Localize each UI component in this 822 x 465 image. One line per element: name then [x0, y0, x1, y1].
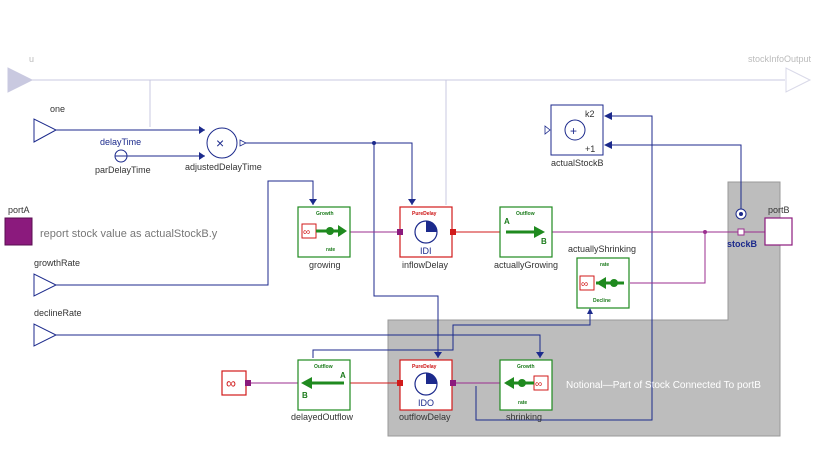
adjusted-delay-out-arrow [239, 139, 247, 147]
flow-shrinking-stock [630, 232, 706, 284]
adjusted-delay-multiplier[interactable] [206, 127, 238, 159]
outflow-source-icon[interactable] [221, 370, 247, 396]
outflow-delay-title: PureDelay [412, 364, 437, 370]
porta-label: portA [8, 205, 30, 215]
outflow-clock-fill [426, 373, 437, 384]
shrinking-valve-icon [518, 379, 526, 387]
input-one-label: one [50, 104, 65, 114]
outflow-source-port [245, 380, 251, 386]
adjusted-delay-label: adjustedDelayTime [185, 162, 262, 172]
shrink-sink-icon [579, 275, 595, 291]
actual-stock-label: actualStockB [551, 158, 604, 168]
output-stockinfo-connector[interactable] [785, 67, 812, 93]
notional-note: Notional—Part of Stock Connected To port… [566, 380, 761, 391]
delay-wire-outflow [373, 143, 439, 358]
stockb-connector[interactable] [737, 228, 745, 236]
actually-growing-port-a: A [504, 217, 510, 226]
shrinking-rate: rate [518, 400, 527, 406]
inflow-code: IDI [420, 246, 432, 256]
stock-wire-top [475, 115, 653, 421]
delay-wire-outflow-arrow [434, 352, 442, 358]
report-note: report stock value as actualStockB.y [40, 228, 218, 240]
portb-label: portB [768, 205, 790, 215]
output-stockinfo-label: stockInfoOutput [748, 54, 812, 64]
input-growthrate-label: growthRate [34, 258, 80, 268]
delay-wire-inflow-arrow [408, 199, 416, 205]
declinerate-wire-arrow [536, 352, 544, 358]
actually-shrinking-label: actuallyShrinking [568, 244, 636, 254]
input-u-label: u [29, 54, 34, 64]
outflow-port-in [397, 380, 403, 386]
stockb-label: stockB [727, 239, 758, 249]
inflow-port-in [397, 229, 403, 235]
shrink-rate-wire [312, 309, 591, 358]
stockinfo-wire [445, 79, 785, 205]
delaytime-label: delayTime [100, 137, 141, 147]
pardelaytime-label: parDelayTime [95, 165, 151, 175]
delay-wire-inflow [246, 142, 413, 205]
shrinking-flow-arrow [504, 377, 514, 389]
delayed-outflow-port-a: A [340, 371, 346, 380]
notional-region [387, 181, 781, 437]
growing-valve-icon [326, 227, 334, 235]
input-declinerate-connector[interactable] [33, 323, 58, 347]
input-u-connector[interactable] [7, 67, 34, 93]
shrink-rate-arrow [587, 308, 593, 314]
actually-shrinking-rate: rate [600, 262, 609, 268]
growing-flow-arrow [338, 225, 347, 237]
declinerate-wire [56, 334, 541, 358]
shrink-valve-icon [610, 279, 618, 287]
delaytime-wire-arrow [199, 152, 205, 160]
shrinking-label: shrinking [506, 412, 542, 422]
one-wire-arrow [199, 126, 205, 134]
delayed-outflow-port-b: B [302, 391, 308, 400]
input-one-connector[interactable] [33, 118, 58, 143]
input-declinerate-label: declineRate [34, 308, 82, 318]
k2-label: k2 [585, 109, 595, 119]
growing-infinity-icon: ∞ [303, 227, 310, 238]
outflow-port-out [450, 380, 456, 386]
shrinking-infinity-icon: ∞ [535, 379, 542, 390]
actual-stock-out-arrow [544, 125, 551, 135]
actually-growing-label: actuallyGrowing [494, 260, 558, 270]
delayed-outflow-label: delayedOutflow [291, 412, 354, 422]
stockb-sensor-dot [739, 212, 743, 216]
growthrate-wire-arrow [309, 199, 317, 205]
inflow-delay-label: inflowDelay [402, 260, 449, 270]
inflow-delay-title: PureDelay [412, 211, 437, 217]
shrinking-title: Growth [517, 364, 535, 370]
growing-label: growing [309, 260, 341, 270]
growthrate-wire [56, 180, 314, 286]
stock-wire-sensor [612, 144, 742, 210]
portb-connector[interactable] [764, 217, 793, 246]
plus-one-label: +1 [585, 144, 595, 154]
actual-stock-in2 [604, 141, 612, 149]
growing-title: Growth [316, 211, 334, 217]
plus-icon: + [570, 124, 577, 138]
shrink-flow-arrow [596, 277, 606, 289]
inflow-clock-fill [426, 221, 437, 232]
outflow-source-infinity: ∞ [226, 375, 236, 391]
adder-circle [564, 119, 586, 141]
actually-growing-arrow [534, 226, 545, 238]
actually-shrinking-title: Decline [593, 298, 611, 304]
delayed-outflow-arrow [301, 377, 312, 389]
shrink-infinity-icon: ∞ [581, 279, 588, 290]
porta-connector[interactable] [4, 217, 33, 246]
inflow-port-out [450, 229, 456, 235]
actually-growing-title: Outflow [516, 211, 535, 217]
actual-stock-in1 [604, 112, 612, 120]
actually-growing-port-b: B [541, 237, 547, 246]
multiply-icon: × [216, 135, 224, 151]
delayed-outflow-title: Outflow [314, 364, 333, 370]
input-growthrate-connector[interactable] [33, 273, 58, 297]
growing-rate-label: rate [326, 247, 335, 253]
outflow-code: IDO [418, 398, 434, 408]
outflow-delay-label: outflowDelay [399, 412, 451, 422]
